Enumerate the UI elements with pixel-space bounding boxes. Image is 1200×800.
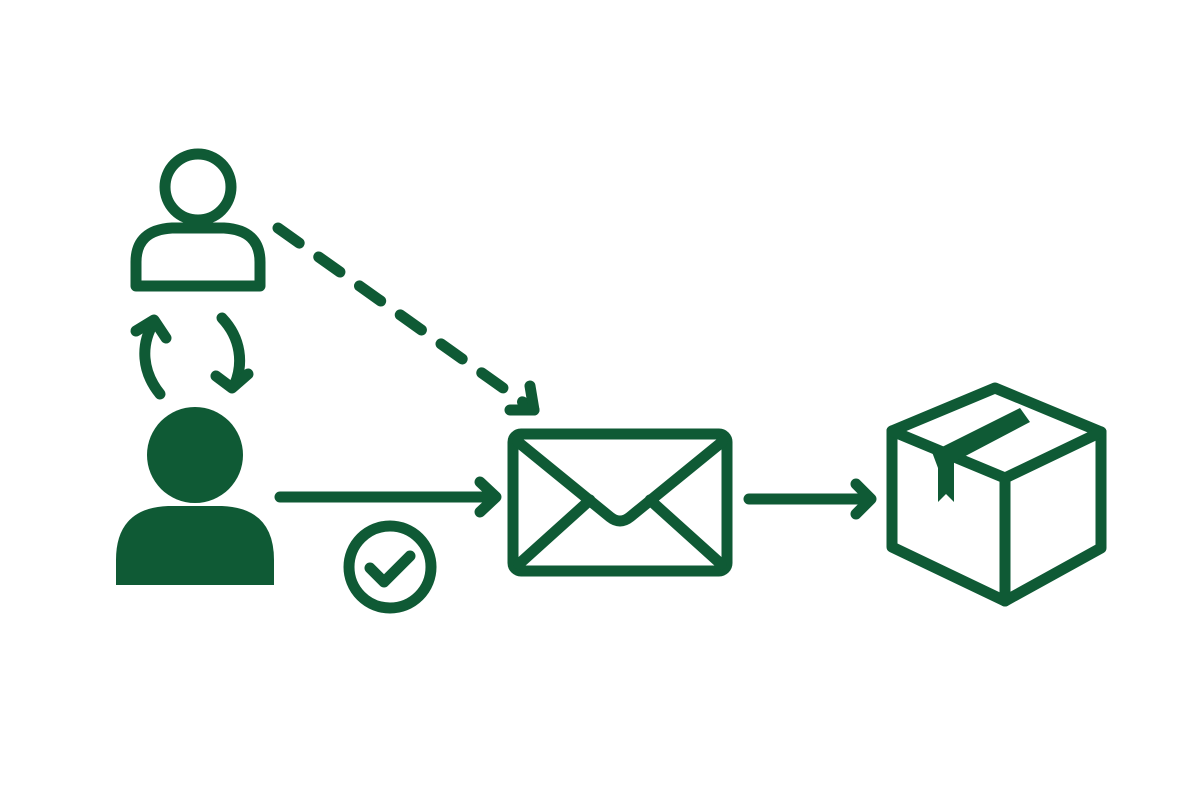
package-box-icon: [886, 382, 1107, 607]
solid-arrow-person-to-envelope: [274, 476, 502, 518]
user-filled-icon: [116, 407, 274, 585]
envelope-icon: [507, 428, 733, 577]
dashed-arrow: [272, 222, 540, 416]
check-circle-icon: [343, 520, 437, 614]
user-outline-icon: [130, 148, 266, 292]
solid-arrow-envelope-to-package: [743, 478, 877, 520]
exchange-arrows-icon: [130, 312, 254, 400]
